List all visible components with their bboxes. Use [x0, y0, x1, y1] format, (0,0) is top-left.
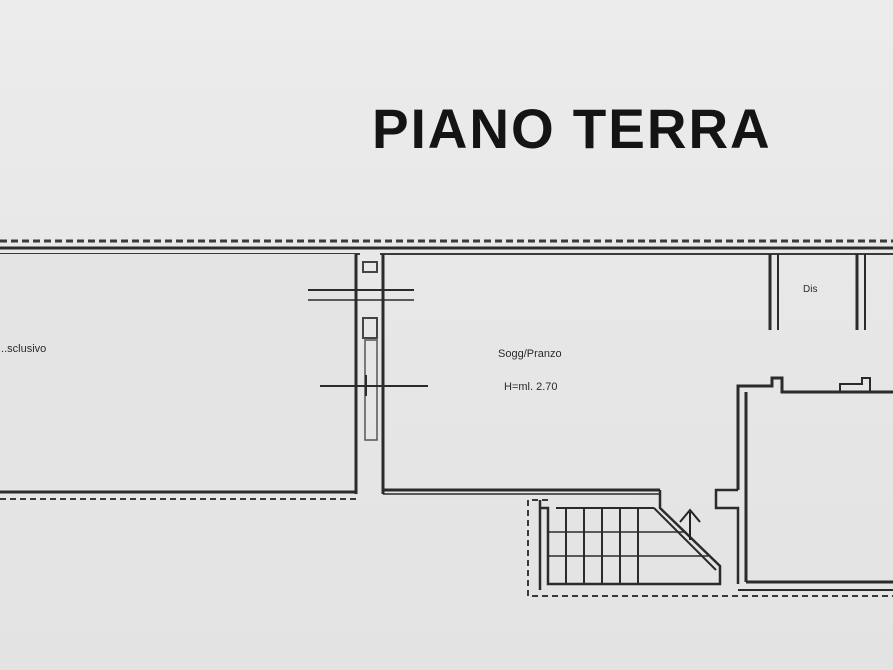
right-room: [714, 376, 893, 591]
left-room-label: ...sclusivo: [0, 343, 46, 355]
top-exterior-wall: [0, 239, 893, 255]
wc-walls: [768, 254, 866, 330]
ceiling-height-note: H=ml. 2.70: [504, 381, 558, 393]
central-partition-wall: [308, 254, 428, 494]
left-room: [0, 254, 356, 500]
living-room: [383, 488, 660, 495]
wc-label: Dis: [803, 284, 817, 295]
stair-exterior-wall: [527, 499, 893, 597]
staircase: [540, 490, 722, 586]
living-room-label: Sogg/Pranzo: [498, 348, 562, 360]
stair-arrow-icon: [679, 508, 701, 540]
plan-title: PIANO TERRA: [372, 97, 772, 160]
